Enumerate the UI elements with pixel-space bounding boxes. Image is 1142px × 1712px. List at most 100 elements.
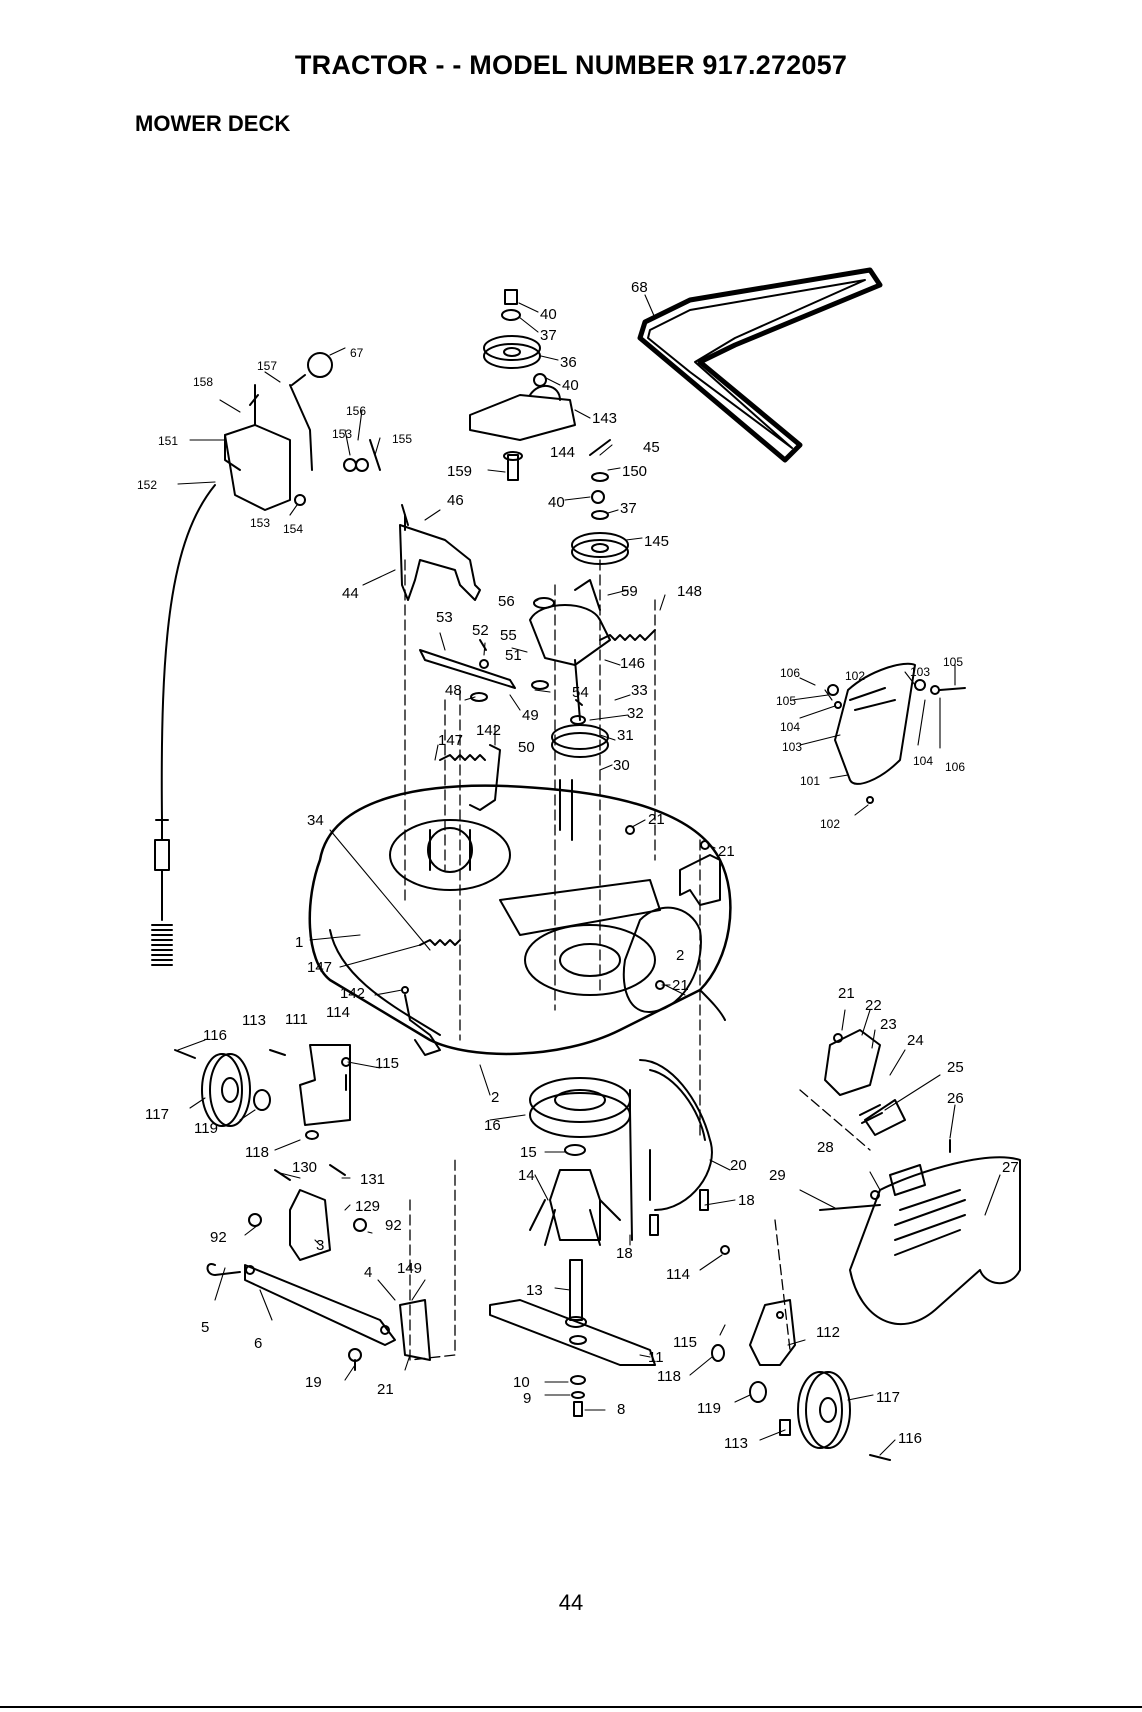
callout-1: 1	[295, 934, 303, 951]
callout-6: 6	[254, 1335, 262, 1352]
callout-54: 54	[572, 684, 589, 701]
callout-50: 50	[518, 739, 535, 756]
callout-23: 23	[880, 1016, 897, 1033]
callout-3: 3	[316, 1237, 324, 1254]
bracket-142-upper-drawing	[469, 744, 501, 811]
callout-147a: 147	[438, 732, 463, 749]
v-belt-drawing	[637, 267, 883, 463]
callout-34: 34	[307, 812, 324, 829]
idler-arm-drawing	[419, 579, 611, 721]
callout-117b: 117	[876, 1389, 900, 1406]
callout-150: 150	[622, 463, 647, 480]
callout-22: 22	[865, 997, 882, 1014]
callout-15: 15	[520, 1144, 537, 1161]
front-link-drawing	[206, 1164, 431, 1371]
callout-152: 152	[137, 478, 157, 492]
callout-102a: 102	[845, 669, 865, 683]
callout-103b: 103	[782, 740, 802, 754]
callout-130: 130	[292, 1159, 317, 1176]
callout-147b: 147	[307, 959, 332, 976]
callout-36: 36	[560, 354, 577, 371]
callout-158: 158	[193, 375, 213, 389]
callout-14: 14	[518, 1167, 535, 1184]
callout-26: 26	[947, 1090, 964, 1107]
callout-8: 8	[617, 1401, 625, 1418]
callout-119a: 119	[194, 1120, 218, 1137]
callout-40a: 40	[540, 306, 557, 323]
callout-104a: 104	[780, 720, 800, 734]
callout-154: 154	[283, 522, 303, 536]
callout-159: 159	[447, 463, 472, 480]
callout-114a: 114	[326, 1004, 350, 1021]
callout-119b: 119	[697, 1400, 721, 1417]
callout-21e: 21	[838, 985, 855, 1002]
callout-142a: 142	[476, 722, 501, 739]
assembly-lines	[404, 559, 871, 1361]
idler-pulley-upper-drawing	[469, 289, 576, 481]
idler-pulley-lower-drawing	[571, 439, 629, 565]
callout-111: 111	[285, 1011, 308, 1028]
callout-29: 29	[769, 1167, 786, 1184]
callout-24: 24	[907, 1032, 924, 1049]
callout-92a: 92	[210, 1229, 227, 1246]
callout-59: 59	[621, 583, 638, 600]
callout-21b: 21	[718, 843, 735, 860]
callout-40b: 40	[562, 377, 579, 394]
callout-48: 48	[445, 682, 462, 699]
callout-101: 101	[800, 774, 820, 788]
callout-114b: 114	[666, 1266, 690, 1283]
callout-117a: 117	[145, 1106, 169, 1123]
gauge-wheel-left-drawing	[174, 1044, 351, 1140]
bracket-142-lower-drawing	[401, 986, 441, 1056]
callout-51: 51	[505, 647, 522, 664]
callout-157: 157	[257, 359, 277, 373]
callout-118a: 118	[245, 1144, 269, 1161]
callout-27: 27	[1002, 1159, 1019, 1176]
callout-18a: 18	[738, 1192, 755, 1209]
callout-129: 129	[355, 1198, 380, 1215]
spindle-assembly-drawing	[529, 1077, 651, 1328]
callout-28: 28	[817, 1139, 834, 1156]
callout-33: 33	[631, 682, 648, 699]
callout-2b: 2	[491, 1089, 499, 1106]
callout-9: 9	[523, 1390, 531, 1407]
callout-145: 145	[644, 533, 669, 550]
callout-46: 46	[447, 492, 464, 509]
bottom-rule	[0, 1706, 1142, 1708]
gauge-wheel-right-drawing	[711, 1245, 891, 1461]
callout-20: 20	[730, 1157, 747, 1174]
callout-13: 13	[526, 1282, 543, 1299]
lift-handle-bracket-drawing	[224, 352, 381, 511]
callout-142b: 142	[340, 985, 365, 1002]
callout-21a: 21	[648, 811, 665, 828]
callout-112: 112	[816, 1324, 840, 1341]
callout-21c: 21	[672, 977, 689, 994]
mower-deck-housing-drawing	[308, 784, 732, 1056]
callout-2a: 2	[676, 947, 684, 964]
callout-32: 32	[627, 705, 644, 722]
mower-blade-drawing	[489, 1299, 656, 1417]
rear-link-drawing	[639, 1059, 713, 1236]
callout-leaders	[177, 294, 1001, 1456]
callout-30: 30	[613, 757, 630, 774]
callout-118b: 118	[657, 1368, 681, 1385]
callout-31: 31	[617, 727, 634, 744]
callout-19: 19	[305, 1374, 322, 1391]
callout-113b: 113	[724, 1435, 748, 1452]
callout-40c: 40	[548, 494, 565, 511]
callout-155: 155	[392, 432, 412, 446]
callout-116a: 116	[203, 1027, 227, 1044]
page-number: 44	[558, 1590, 584, 1615]
callout-106b: 106	[945, 760, 965, 774]
callout-103a: 103	[910, 665, 930, 679]
callout-16: 16	[484, 1117, 501, 1134]
callout-37b: 37	[620, 500, 637, 517]
callout-143: 143	[592, 410, 617, 427]
callout-105b: 105	[776, 694, 796, 708]
callout-37a: 37	[540, 327, 557, 344]
page-title: TRACTOR - - MODEL NUMBER 917.272057	[294, 50, 848, 80]
callout-10: 10	[513, 1374, 530, 1391]
callout-55: 55	[500, 627, 517, 644]
callout-92b: 92	[385, 1217, 402, 1234]
